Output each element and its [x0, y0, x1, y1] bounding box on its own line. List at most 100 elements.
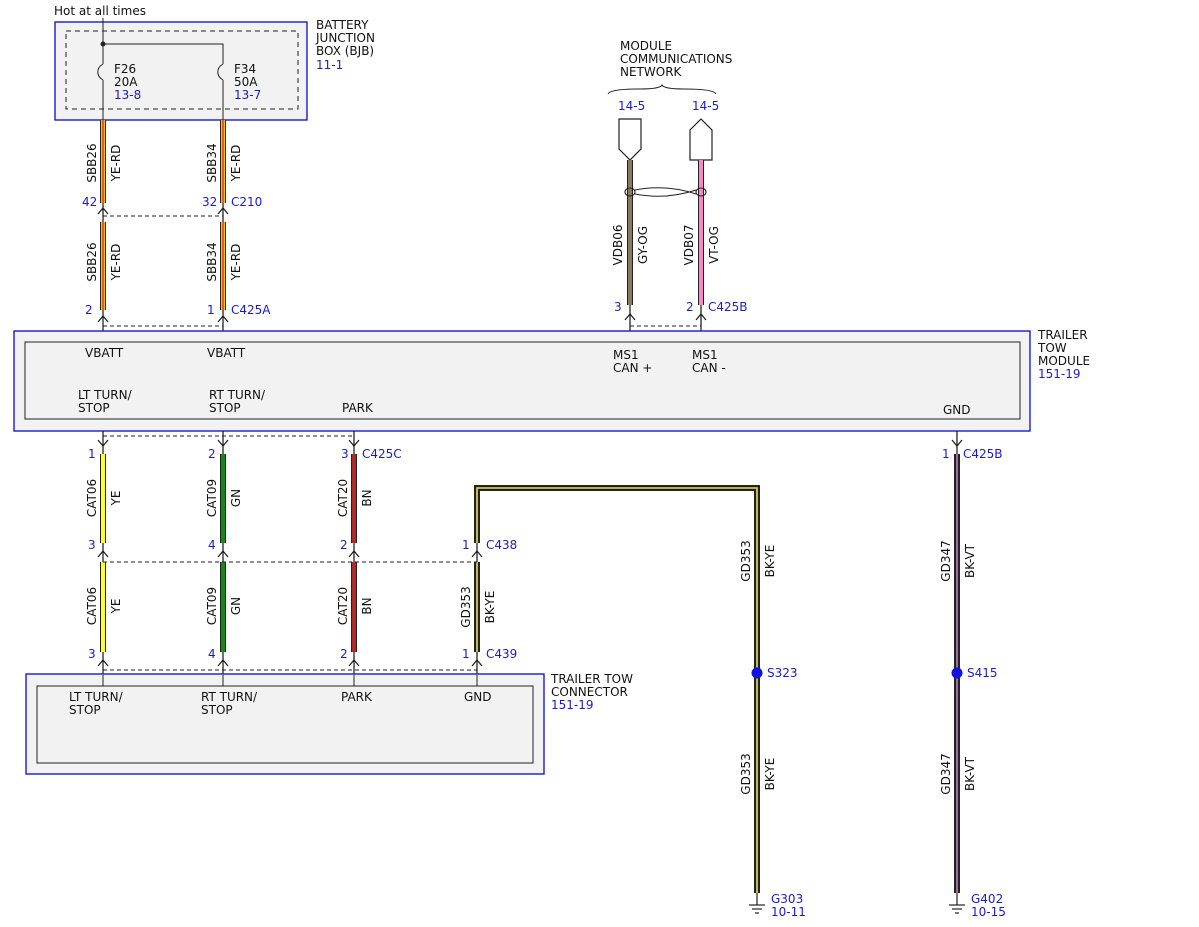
c425b-name[interactable]: C425B [708, 300, 748, 314]
ground-g402-label[interactable]: G402 [971, 892, 1003, 906]
c425c-name[interactable]: C425C [362, 447, 402, 461]
c425b-gnd-pin-1: 1 [942, 447, 950, 461]
ttc-pin-park: PARK [341, 690, 373, 704]
ground-g303-ref[interactable]: 10-11 [771, 905, 806, 919]
ttc-ref[interactable]: 151-19 [551, 698, 594, 712]
ground-g303-icon[interactable] [749, 893, 765, 914]
sbb34-circuit-upper: SBB34 [205, 143, 219, 182]
ttm-pin-ms1p-2: CAN + [613, 361, 652, 375]
fuse-f26-rating: 20A [114, 75, 138, 89]
bjb-name-2: JUNCTION [315, 31, 375, 45]
ttc-pin-rt-2: STOP [201, 703, 233, 717]
c439-name[interactable]: C439 [486, 647, 517, 661]
gd353-circuit-short: GD353 [459, 586, 473, 627]
ttm-pin-park: PARK [342, 401, 374, 415]
fuse-f26-ref[interactable]: 13-8 [114, 88, 141, 102]
c425c-connector-symbols[interactable] [97, 431, 963, 454]
bjb-box [54, 21, 308, 121]
ttc-pin-gnd: GND [464, 690, 492, 704]
c425a-connector-symbols[interactable] [97, 310, 229, 332]
c425b-pin-3: 3 [614, 300, 622, 314]
cat06-circuit-upper: CAT06 [85, 479, 99, 517]
c210-name[interactable]: C210 [231, 195, 262, 209]
cat09-color-lower: GN [229, 597, 243, 615]
fuse-f34-icon [217, 63, 224, 81]
splice-s323-label[interactable]: S323 [767, 666, 798, 680]
gd353-color-bottom: BK-YE [763, 758, 777, 791]
c438-pin-2: 2 [340, 538, 348, 552]
network-arrow-up-icon[interactable] [689, 118, 713, 161]
ttm-pin-vbatt-2: VBATT [207, 346, 246, 360]
ground-g402-ref[interactable]: 10-15 [971, 905, 1006, 919]
ttm-name-1: TRAILER [1037, 328, 1088, 342]
gd347-color-top: BK-VT [963, 543, 977, 578]
c438-pin-1: 1 [462, 538, 470, 552]
bjb-bus-right [103, 43, 224, 120]
c425b-connector-symbols[interactable] [624, 305, 707, 332]
cat06-color-lower: YE [109, 599, 123, 615]
c210-pin-32: 32 [202, 195, 217, 209]
c439-connector-symbols[interactable] [97, 652, 483, 675]
c438-pin-4: 4 [208, 538, 216, 552]
c425c-pin-3: 3 [341, 447, 349, 461]
cat09-circuit-lower: CAT09 [205, 587, 219, 625]
ttm-pin-rt-2: STOP [209, 401, 241, 415]
c439-pin-1: 1 [462, 647, 470, 661]
bjb-name-1: BATTERY [316, 18, 369, 32]
c439-pin-2: 2 [340, 647, 348, 661]
ground-g303-label[interactable]: G303 [771, 892, 803, 906]
sbb26-circuit-lower: SBB26 [85, 242, 99, 281]
c210-pin-42: 42 [82, 195, 97, 209]
network-brace [607, 83, 717, 95]
cat06-circuit-lower: CAT06 [85, 587, 99, 625]
network-ref-left[interactable]: 14-5 [618, 99, 645, 113]
gd347-circuit-bottom: GD347 [939, 753, 953, 794]
fuse-f34-gap [217, 64, 229, 80]
c210-connector-symbols[interactable] [97, 203, 229, 222]
ttm-pin-rt-1: RT TURN/ [209, 388, 266, 402]
ttc-name-2: CONNECTOR [551, 685, 628, 699]
splice-s415-label[interactable]: S415 [967, 666, 998, 680]
vdb06-color: GY-OG [636, 226, 650, 264]
bjb-ref[interactable]: 11-1 [316, 58, 343, 72]
vdb06-circuit: VDB06 [611, 225, 625, 266]
ttm-pin-lt-2: STOP [78, 401, 110, 415]
fuse-f26-icon [97, 63, 104, 81]
c425a-name[interactable]: C425A [231, 303, 271, 317]
c425c-pin-2: 2 [208, 447, 216, 461]
trailer-tow-connector-inner [36, 685, 534, 764]
ttm-name-2: TOW [1037, 341, 1067, 355]
splice-s323-icon[interactable] [751, 667, 763, 679]
ttm-pin-ms1m-2: CAN - [692, 361, 726, 375]
ttm-pin-vbatt-1: VBATT [85, 346, 124, 360]
network-arrow-down-icon[interactable] [618, 118, 642, 161]
twisted-pair-icon [624, 187, 707, 197]
ttm-name-3: MODULE [1038, 354, 1090, 368]
network-ref-right[interactable]: 14-5 [692, 99, 719, 113]
gd353-color-top: BK-YE [763, 545, 777, 578]
c425b-gnd-name[interactable]: C425B [963, 447, 1003, 461]
vdb07-circuit: VDB07 [682, 225, 696, 266]
c425a-pin-2: 2 [85, 303, 93, 317]
c438-connector-symbols[interactable] [97, 543, 483, 562]
sbb26-color-lower: YE-RD [109, 244, 123, 282]
c439-pin-4: 4 [208, 647, 216, 661]
fuse-f34-ref[interactable]: 13-7 [234, 88, 261, 102]
network-label-2: COMMUNICATIONS [620, 52, 732, 66]
ttm-ref[interactable]: 151-19 [1038, 367, 1081, 381]
bjb-inner-dashed [65, 30, 299, 110]
c425a-pin-1: 1 [207, 303, 215, 317]
ttc-name-1: TRAILER TOW [550, 672, 633, 686]
fuse-f26-gap [97, 64, 109, 80]
splice-s415-icon[interactable] [951, 667, 963, 679]
vdb07-color: VT-OG [707, 226, 721, 264]
gd347-color-bottom: BK-VT [963, 756, 977, 791]
network-label-1: MODULE [620, 39, 672, 53]
c438-name[interactable]: C438 [486, 538, 517, 552]
fuse-f34-rating: 50A [234, 75, 258, 89]
fuse-f34-id: F34 [234, 62, 256, 76]
wire-gd353-main[interactable] [474, 485, 760, 893]
ttm-pin-ms1p-1: MS1 [613, 348, 639, 362]
ground-g402-icon[interactable] [949, 893, 965, 914]
